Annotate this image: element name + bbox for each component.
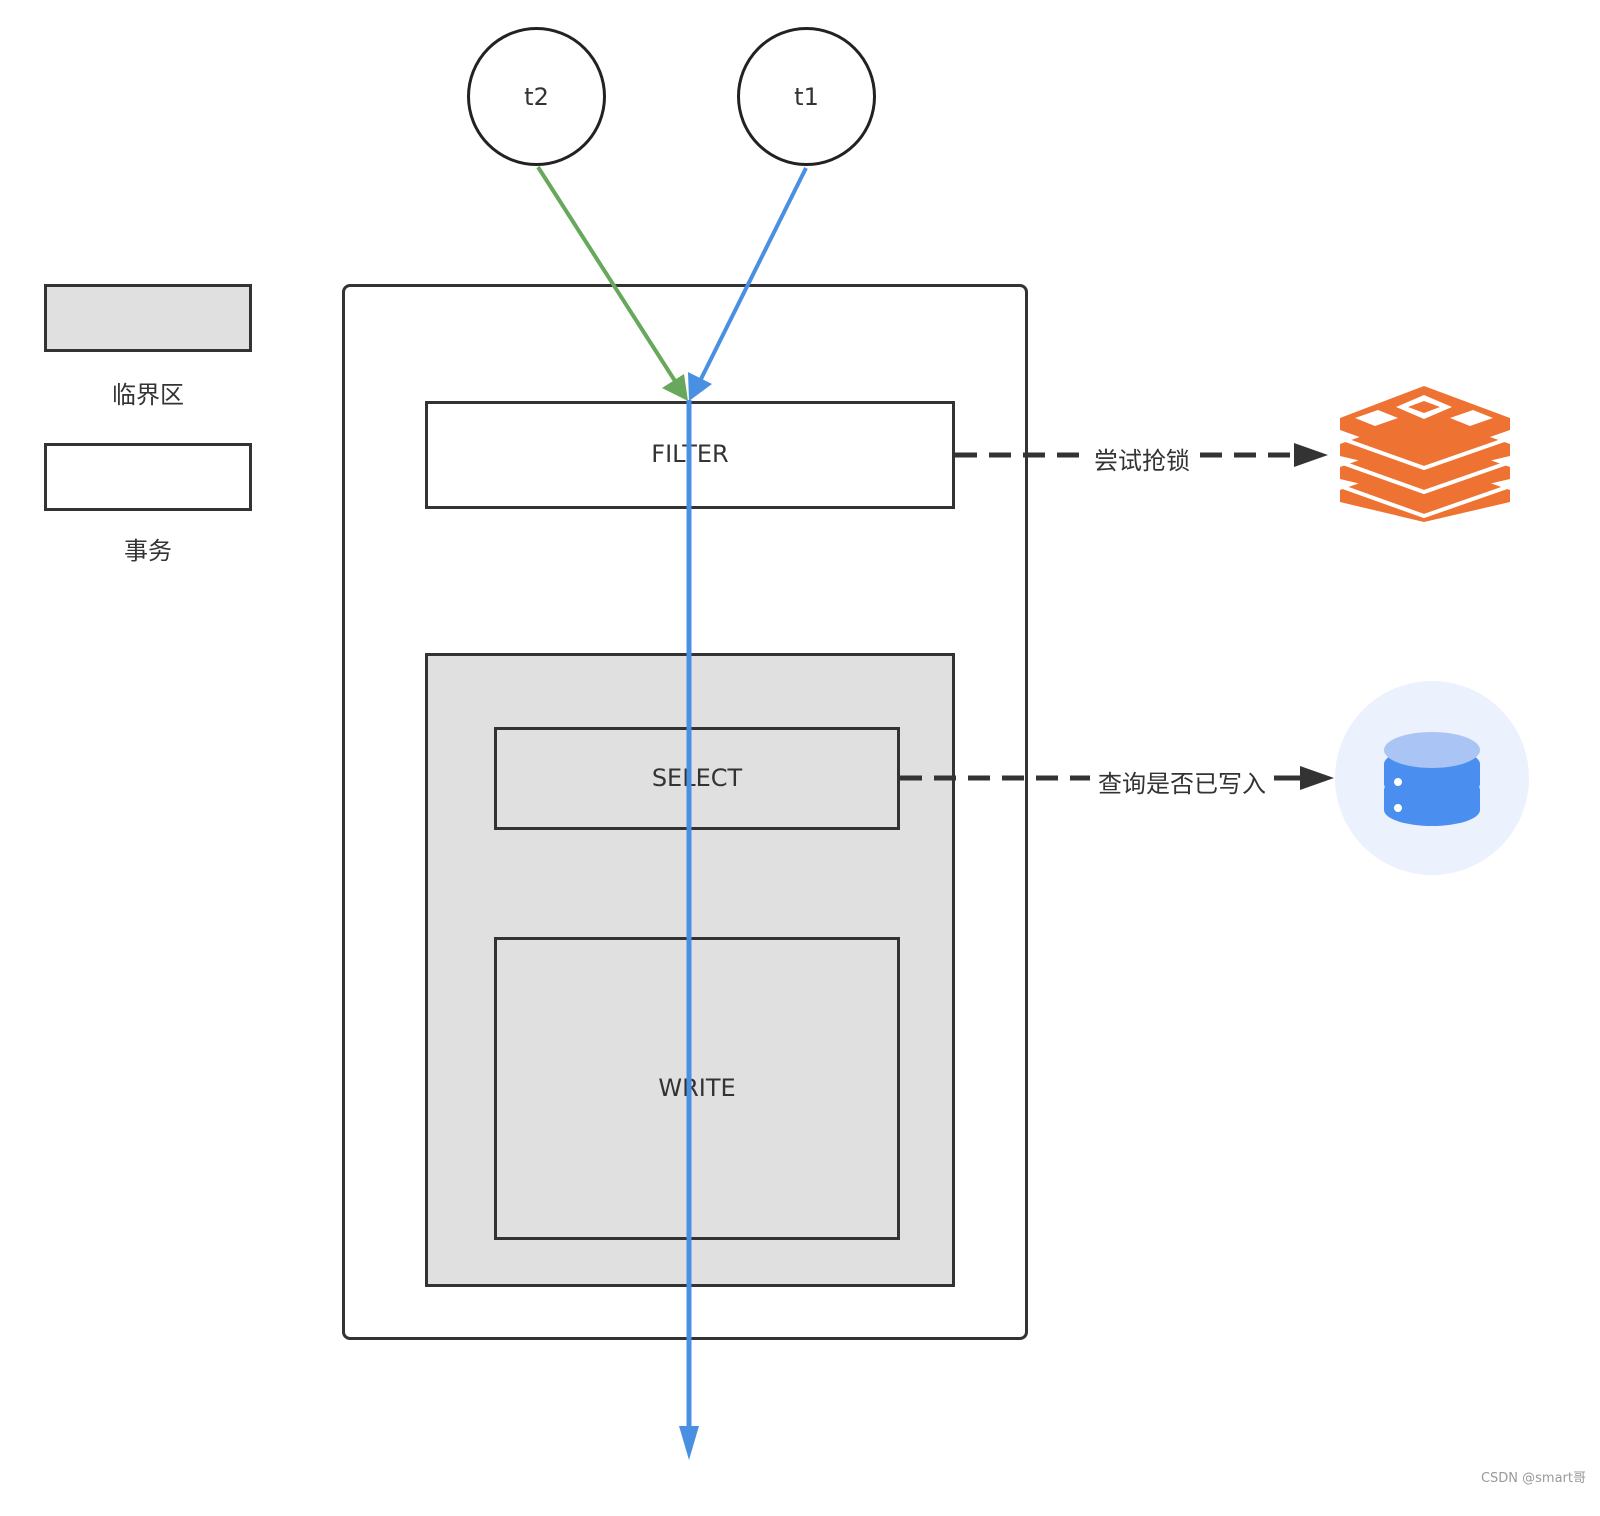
redis-icon [1339,386,1511,522]
filter-to-redis-arrowhead [1294,443,1328,467]
t1-arrowhead [688,372,712,401]
legend-transaction-label: 事务 [124,537,172,565]
t2-arrowhead [662,374,688,401]
filter-to-redis-label: 尝试抢锁 [1086,441,1198,476]
select-to-db-arrowhead [1300,766,1334,790]
write-step [494,937,900,1240]
main-flow-arrowhead [679,1426,699,1460]
thread-label-t1: t1 [794,82,819,111]
thread-node-t2: t2 [467,27,606,166]
write-step-label: WRITE [658,1074,736,1102]
database-icon [1335,681,1529,875]
legend-critical-section-swatch [44,284,252,352]
t1-flow-arrow [698,167,808,382]
select-step [494,727,900,830]
select-step-label: SELECT [651,764,743,792]
legend-transaction-swatch [44,443,252,511]
watermark: CSDN @smart哥 [1480,1471,1586,1486]
select-to-db-label: 查询是否已写入 [1091,764,1273,799]
t2-flow-arrow [536,165,677,383]
thread-label-t2: t2 [524,82,549,111]
thread-node-t1: t1 [737,27,876,166]
legend-critical-section-label: 临界区 [112,381,184,409]
